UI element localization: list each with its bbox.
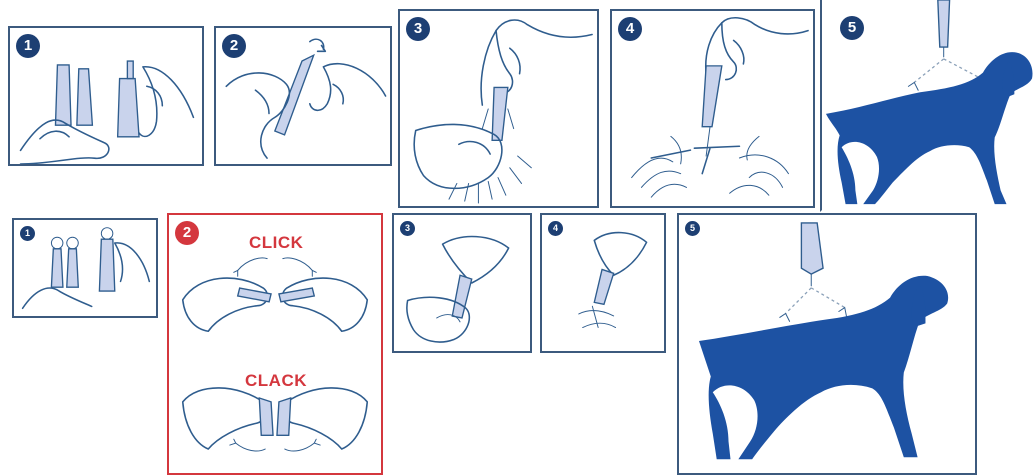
- click-label: CLICK: [249, 233, 303, 253]
- bottom-step-3-badge: 3: [400, 221, 415, 236]
- top-step-1-badge: 1: [16, 34, 40, 58]
- small-hands-holding-pipettes-illustration: [14, 220, 156, 316]
- bottom-step-2-badge: 2: [175, 221, 199, 245]
- bottom-step-5-panel: 5: [677, 213, 977, 475]
- bottom-step-1-panel: 1: [12, 218, 158, 318]
- snap-pipette-illustration: [169, 215, 381, 473]
- top-step-4-badge: 4: [618, 17, 642, 41]
- top-step-2-badge: 2: [222, 34, 246, 58]
- large-dog-application-points-illustration: [679, 215, 975, 473]
- top-step-4-panel: 4: [610, 9, 815, 208]
- top-step-3-panel: 3: [398, 9, 599, 208]
- bottom-step-4-panel: 4: [540, 213, 666, 353]
- small-applying-pipette-illustration: [394, 215, 530, 351]
- top-step-1-panel: 1: [8, 26, 204, 166]
- clack-label: CLACK: [245, 371, 307, 391]
- applying-pipette-to-fur-illustration: [400, 11, 597, 206]
- small-squeezing-pipette-illustration: [542, 215, 664, 351]
- bottom-step-4-badge: 4: [548, 221, 563, 236]
- top-step-5-panel: 5: [820, 0, 1034, 212]
- squeezing-pipette-onto-skin-illustration: [612, 11, 813, 206]
- bottom-step-5-badge: 5: [685, 221, 700, 236]
- top-step-2-panel: 2: [214, 26, 392, 166]
- top-step-5-badge: 5: [840, 16, 864, 40]
- bottom-step-1-badge: 1: [20, 226, 35, 241]
- bottom-step-2-panel: 2 CLICK CLACK: [167, 213, 383, 475]
- top-step-3-badge: 3: [406, 17, 430, 41]
- bottom-step-3-panel: 3: [392, 213, 532, 353]
